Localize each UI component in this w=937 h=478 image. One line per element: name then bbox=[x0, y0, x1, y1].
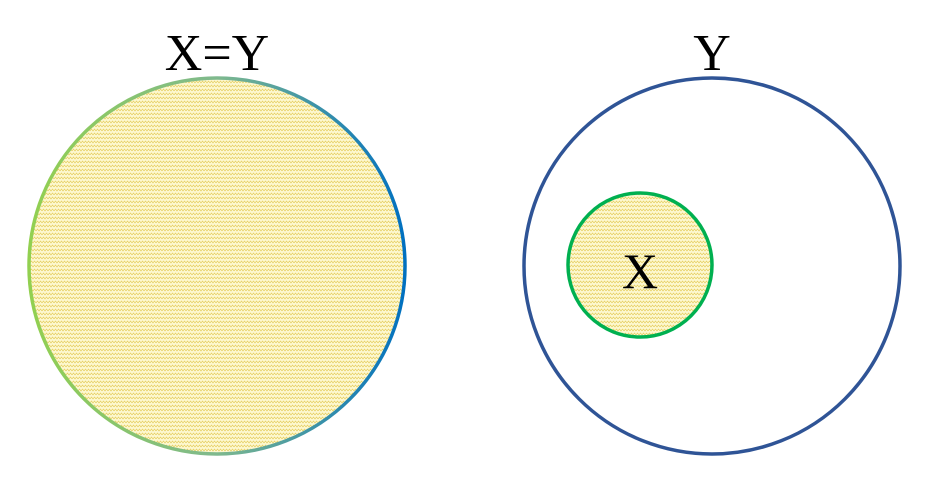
set-x-circle bbox=[566, 191, 714, 339]
set-y-title: Y bbox=[693, 25, 731, 82]
equal-sets-diagram: X=Y bbox=[27, 25, 407, 456]
equal-sets-title: X=Y bbox=[165, 25, 269, 82]
set-x-label: X bbox=[622, 243, 658, 299]
subset-diagram: Y X bbox=[522, 25, 902, 456]
equal-sets-circle bbox=[27, 76, 407, 456]
